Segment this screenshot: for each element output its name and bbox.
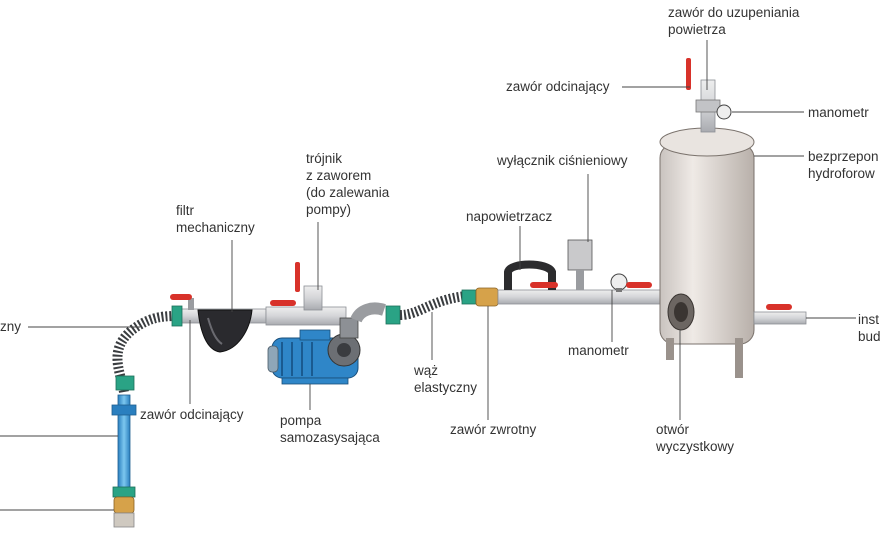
label-tank: bezprzepon hydroforow xyxy=(808,149,879,181)
valve-handle-top xyxy=(686,58,691,90)
label-cleanout: otwór wyczystkowy xyxy=(656,422,735,454)
check-valve xyxy=(475,287,499,307)
valve-handle-tee-top xyxy=(295,262,300,292)
label-shutoff-left: zawór odcinający xyxy=(140,407,244,422)
label-filter: filtr mechaniczny xyxy=(176,203,255,235)
filter-housing xyxy=(197,309,253,353)
label-air-valve: zawór do uzupeniania powietrza xyxy=(668,5,800,37)
pipe-right xyxy=(497,289,667,305)
tank xyxy=(659,127,755,378)
middle-hose xyxy=(399,291,467,320)
label-manometer-mid: manometr xyxy=(568,343,629,358)
manometer-top-gauge xyxy=(716,104,732,120)
hose-connector-lower xyxy=(115,375,135,391)
label-tee: trójnik z zaworem (do zalewania pompy) xyxy=(306,151,390,217)
valve-handle-left xyxy=(170,294,192,300)
label-check-valve: zawór zwrotny xyxy=(450,422,537,437)
label-hose: wąż elastyczny xyxy=(414,363,478,395)
outlet-pipe xyxy=(753,311,807,325)
leader-lines xyxy=(0,40,856,511)
pressure-switch xyxy=(567,239,593,271)
label-shutoff-top: zawór odcinający xyxy=(506,79,610,94)
pump xyxy=(267,317,361,385)
air-vent xyxy=(504,260,556,290)
label-pressure-switch: wyłącznik ciśnieniowy xyxy=(497,153,628,168)
suction-pipe xyxy=(111,394,137,528)
label-outlet-right: inst bud xyxy=(858,312,880,344)
label-manometer-top: manometr xyxy=(808,105,869,120)
label-pump: pompa samozasysająca xyxy=(280,413,380,445)
valve-handle-tee xyxy=(270,300,296,306)
pump-elbow xyxy=(350,302,386,323)
label-air-vent: napowietrzacz xyxy=(466,209,553,224)
left-hose xyxy=(112,311,177,393)
label-inlet-left: zny xyxy=(0,319,22,334)
manometer-mid-gauge xyxy=(610,273,628,291)
